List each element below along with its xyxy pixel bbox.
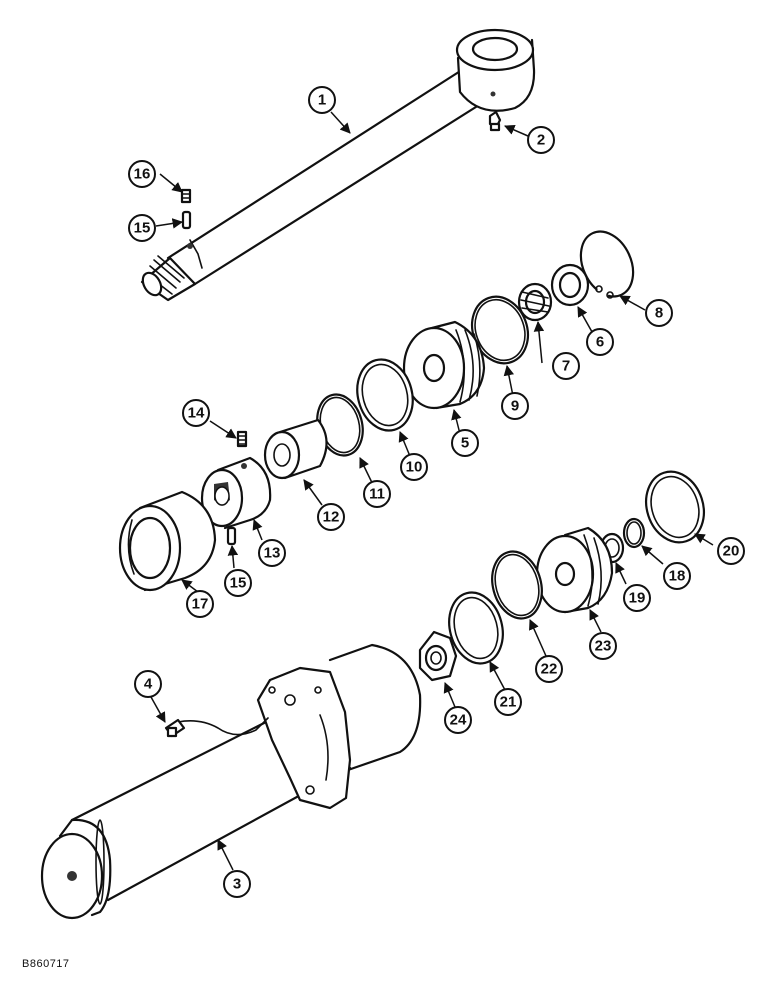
o-ring-18 [622,517,646,549]
callout-12: 12 [317,503,345,531]
callout-20: 20 [717,537,745,565]
svg-text:12: 12 [323,509,340,526]
grease-fitting [488,110,502,132]
svg-text:7: 7 [562,358,570,375]
drawing-code: B860717 [22,958,70,970]
svg-text:1: 1 [318,92,326,109]
callout-18: 18 [663,562,691,590]
callout-15-upper: 15 [128,214,156,242]
callout-14: 14 [182,399,210,427]
svg-text:22: 22 [541,661,558,678]
callout-4: 4 [134,670,162,698]
callout-11: 11 [363,480,391,508]
svg-text:14: 14 [188,405,205,422]
callout-9: 9 [501,392,529,420]
callout-8: 8 [645,299,673,327]
pin-15-upper [181,210,192,230]
svg-text:19: 19 [629,590,646,607]
wear-ring-20 [645,470,705,544]
callout-23: 23 [589,632,617,660]
svg-text:24: 24 [450,712,467,729]
snap-ring [579,230,635,299]
o-ring-22 [491,550,543,620]
cylinder-barrel [40,643,422,920]
wear-ring-10 [356,358,414,432]
svg-text:8: 8 [655,305,663,322]
svg-text:23: 23 [595,638,612,655]
spacer-12 [263,418,328,480]
callout-15-lower: 15 [224,569,252,597]
piston-rod [140,28,536,302]
piston-5 [402,320,486,410]
svg-text:21: 21 [500,694,517,711]
svg-text:10: 10 [406,459,423,476]
callout-3: 3 [223,870,251,898]
callout-13: 13 [258,539,286,567]
svg-text:6: 6 [596,334,604,351]
svg-text:13: 13 [264,545,281,562]
piston-nut-13 [200,456,272,530]
svg-text:16: 16 [134,166,151,183]
callout-16: 16 [128,160,156,188]
svg-text:20: 20 [723,543,740,560]
callout-10: 10 [400,453,428,481]
svg-text:11: 11 [369,486,385,503]
lock-nut-24 [418,630,458,682]
svg-text:5: 5 [461,435,469,452]
callout-22: 22 [535,655,563,683]
gland-17 [118,490,217,592]
set-screw-16 [180,188,192,204]
callout-24: 24 [444,706,472,734]
callout-2: 2 [527,126,555,154]
svg-text:2: 2 [537,132,545,149]
leader-lines [150,111,714,871]
svg-text:15: 15 [134,220,151,237]
set-screw-14 [236,430,248,448]
callout-7: 7 [552,352,580,380]
svg-text:17: 17 [192,596,209,613]
piston-23 [535,526,614,614]
callout-6: 6 [586,328,614,356]
wear-ring-21 [448,591,504,665]
callout-1: 1 [308,86,336,114]
svg-text:9: 9 [511,398,519,415]
svg-text:4: 4 [144,676,153,693]
svg-text:3: 3 [233,876,241,893]
callout-21: 21 [494,688,522,716]
bushing [550,263,590,307]
callout-19: 19 [623,584,651,612]
fitting-and-tube [164,717,269,738]
svg-text:18: 18 [669,568,686,585]
pin-15-lower [226,526,237,546]
callout-5: 5 [451,429,479,457]
svg-text:15: 15 [230,575,247,592]
rod-seal [517,282,553,322]
callout-17: 17 [186,590,214,618]
